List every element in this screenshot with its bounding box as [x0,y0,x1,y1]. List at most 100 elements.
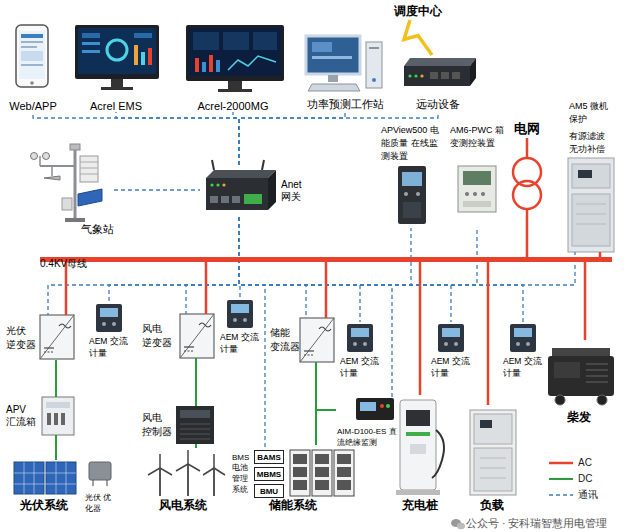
node-label: AEM 交流计量 [503,356,543,380]
monitor-icon [186,25,284,92]
cabinet-icon [576,204,606,205]
monitor-icon [228,81,242,89]
generator-icon [548,356,614,396]
connector [33,112,239,165]
weather-station-icon [78,189,102,206]
monitor-icon [75,25,159,79]
combiner-icon [42,397,74,435]
wind-controller: 风电 控制器 [140,406,215,444]
wechat-icon [451,519,465,529]
wind-turbine [159,468,161,496]
charging-pile-icon [396,400,444,495]
battery-rack [334,450,354,496]
node-label: Acrel-2000MG [198,100,269,112]
inverter-icon [180,314,214,358]
meter-icon [227,300,253,328]
node-label: AEM 交流计量 [431,356,471,380]
transformer-symbol [513,181,541,209]
gateway-icon [206,160,276,210]
meter-icon [96,300,536,352]
weather-station-icon [40,165,75,167]
load-cabinet-icon [474,448,512,491]
legend-line [549,478,573,480]
legend-line [548,458,574,468]
combiner-icon [54,413,58,425]
workstation-icon [312,56,352,59]
power-quality-icon [404,192,408,196]
battery-rack [290,450,354,496]
energy-meter: AEM 交流计量 [86,302,132,360]
load-cabinet-icon [470,410,516,495]
workstation-icon [328,75,338,82]
phone-icon [21,64,43,66]
controller-icon [458,166,496,212]
cabinet-icon [568,158,614,252]
wind-controller-icon [180,410,210,418]
optimizer-icon [107,480,108,486]
connector [65,262,68,315]
bms-module: BAMS [254,450,284,464]
battery-rack [315,454,329,464]
energy-meter: AEM 交流计量 [218,298,262,356]
app-terminal: Web/APP [4,22,62,112]
transformer-symbol [513,138,541,220]
gateway-icon [244,194,262,204]
workstation-icon [366,42,382,88]
node-label: BMU [260,487,278,496]
energy-meter: AEM 交流计量 [500,322,546,380]
pv-panel [14,473,76,474]
generator-icon [597,395,607,405]
power-quality-icon [416,192,420,196]
weather-station-icon [39,156,41,166]
monitor-icon [228,56,276,70]
generator-icon [586,376,608,377]
connector [239,217,477,285]
battery-rack [293,467,307,477]
node-label: APV 汇流箱 [6,404,38,429]
connector [584,262,587,340]
charging-pile-icon [410,444,426,454]
monitor-icon [141,52,145,65]
telecontrol-icon [470,58,476,86]
legend-text: 通讯 [578,489,598,501]
controller-icon [463,201,491,207]
battery-rack [315,467,329,477]
bms-block: BMS 电池 管理 系统BAMSMBMSBMU [230,448,286,500]
telecontrol-icon [452,72,460,79]
charging-pile-icon [406,410,430,426]
wind-turbine [213,468,215,496]
wind-turbine [214,468,225,475]
node-label: AM5 微机保护 [569,100,615,126]
pv-panel [24,462,25,494]
energy-meter: AEM 交流计量 [428,322,474,380]
combiner-icon [47,413,51,425]
wind-system: 风电系统 [140,448,226,514]
monitor-icon [195,58,199,72]
gateway-icon [210,183,213,186]
optimizer-icon [89,462,111,480]
node-label: 风电系统 [159,497,207,514]
monitor-icon [134,45,138,65]
power-quality-monitor: APView500 电能质量 在线监测装置 [378,124,446,228]
insulation-monitor: AIM-D100-ES 直流绝缘监测 [336,398,404,448]
phone-icon [16,25,48,87]
inverter-icon [40,314,334,362]
optimizer-icon [93,480,94,486]
connector [526,220,529,257]
wind-turbine [213,454,215,468]
controller-icon [458,166,496,212]
load-cabinet-icon [480,458,506,459]
workstation-icon [372,78,376,82]
connector [404,20,432,55]
monitor-icon [82,42,100,45]
weather-station-icon [31,153,38,160]
weather-station-icon [80,168,98,169]
battery-rack [312,450,332,496]
gateway-icon [268,170,276,210]
legend-row: AC [548,455,598,471]
connector [55,360,57,397]
monitor-icon [134,33,152,38]
weather-station-icon [31,144,103,222]
